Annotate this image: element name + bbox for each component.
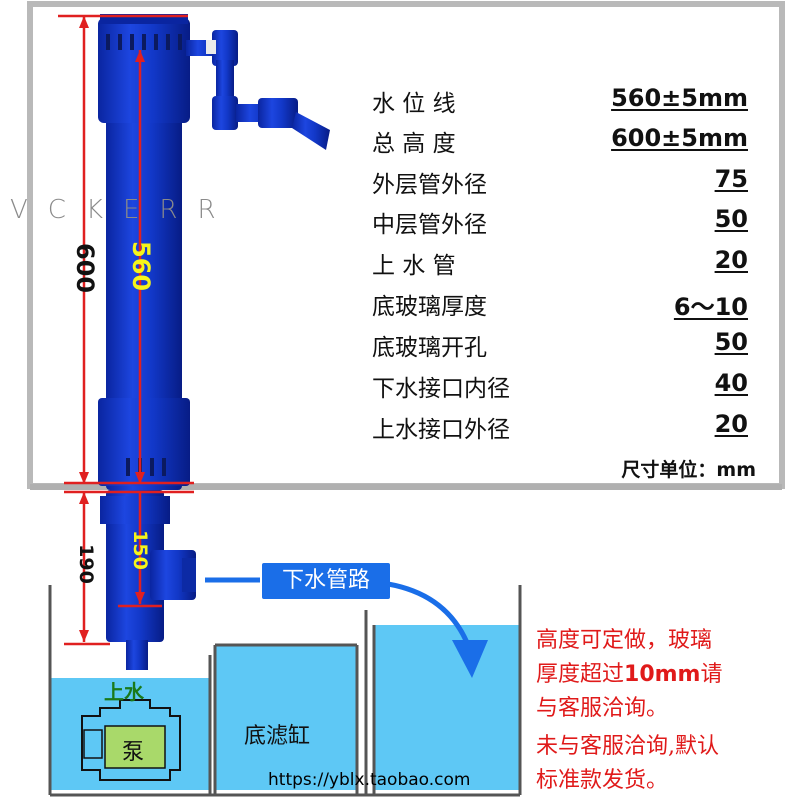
sump-label: 底滤缸 bbox=[244, 724, 311, 749]
spec-label: 底玻璃厚度 bbox=[372, 294, 487, 320]
pump-label: 泵 bbox=[122, 740, 145, 765]
spec-value: 20 bbox=[714, 410, 748, 438]
top-rim bbox=[100, 14, 188, 24]
lower-pipe bbox=[106, 490, 164, 642]
dim-label-600: 600 bbox=[71, 243, 99, 294]
spec-value: 75 bbox=[714, 165, 748, 193]
spec-value: 6～10 bbox=[673, 293, 748, 321]
sump-right-water bbox=[374, 625, 520, 790]
spec-label: 底玻璃开孔 bbox=[372, 335, 487, 361]
lower-collar bbox=[100, 496, 170, 524]
spec-label: 上 水 管 bbox=[372, 253, 456, 279]
drain-outlet-face bbox=[182, 558, 196, 592]
spec-value: 50 bbox=[714, 328, 748, 356]
spec-value: 20 bbox=[714, 246, 748, 274]
shop-url: https://yblx.taobao.com bbox=[268, 770, 471, 790]
note-line-2a: 厚度超过 bbox=[536, 662, 625, 687]
spec-value: 600±5mm bbox=[611, 124, 748, 152]
drain-arrow-curve bbox=[387, 581, 473, 651]
spec-label: 总 高 度 bbox=[372, 131, 456, 157]
upper-pipe-body bbox=[106, 40, 182, 490]
note-line-5: 标准款发货。 bbox=[536, 768, 669, 793]
top-cap bbox=[98, 18, 190, 123]
pump-inner bbox=[104, 725, 166, 769]
sump-middle-water bbox=[215, 645, 357, 790]
spec-label: 水 位 线 bbox=[372, 91, 456, 117]
dimension-lines bbox=[58, 14, 194, 646]
note-line-3: 与客服洽询。 bbox=[536, 696, 669, 721]
bottom-nozzle bbox=[126, 640, 148, 670]
drain-arrow-head bbox=[452, 640, 488, 678]
note-line-2: 厚度超过10mm请 bbox=[536, 656, 723, 688]
spec-label: 上水接口外径 bbox=[372, 417, 510, 443]
pump-side-port bbox=[83, 729, 103, 759]
unit-note: 尺寸单位：mm bbox=[621, 459, 756, 481]
note-line-1: 高度可定做，玻璃 bbox=[536, 628, 713, 653]
middle-collar bbox=[98, 398, 190, 486]
note-line-4: 未与客服洽询,默认 bbox=[536, 734, 719, 759]
dim-label-150: 150 bbox=[129, 530, 151, 570]
top-slots bbox=[106, 34, 182, 50]
inlet-label: 上水 bbox=[104, 680, 144, 704]
spec-value: 560±5mm bbox=[611, 84, 748, 112]
drain-label: 下水管路 bbox=[262, 563, 390, 599]
dim-label-190: 190 bbox=[75, 544, 97, 584]
note-line-2b: 10mm bbox=[624, 662, 701, 687]
watermark-text: VCKERR bbox=[10, 195, 236, 225]
sump-walls bbox=[48, 585, 522, 797]
spec-value: 40 bbox=[714, 369, 748, 397]
dim-label-560: 560 bbox=[127, 241, 155, 292]
spec-label: 中层管外径 bbox=[372, 212, 487, 238]
spec-label: 外层管外径 bbox=[372, 172, 487, 198]
note-line-2c: 请 bbox=[700, 662, 723, 687]
inlet-elbow-pipe bbox=[186, 30, 330, 150]
spec-value: 50 bbox=[714, 205, 748, 233]
spec-label: 下水接口内径 bbox=[372, 376, 510, 402]
tank-bottom-glass bbox=[30, 484, 782, 490]
